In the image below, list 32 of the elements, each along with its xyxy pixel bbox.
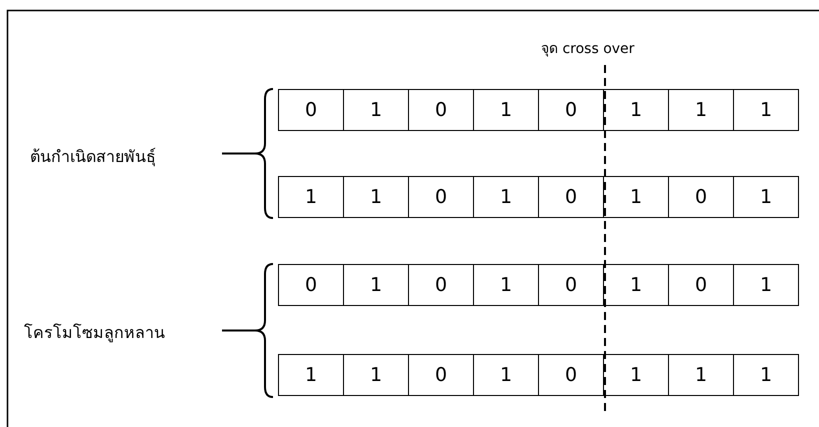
gene-cell: 1 [278, 176, 344, 218]
gene-cell: 0 [408, 264, 474, 306]
gene-cell: 1 [473, 176, 539, 218]
gene-cell: 1 [343, 264, 409, 306]
gene-cell: 1 [603, 354, 669, 396]
gene-cell: 1 [603, 176, 669, 218]
gene-cell: 1 [343, 89, 409, 131]
gene-cell: 1 [343, 176, 409, 218]
gene-cell: 0 [408, 176, 474, 218]
gene-cell: 1 [473, 264, 539, 306]
gene-cell: 1 [473, 89, 539, 131]
gene-cell: 1 [733, 354, 799, 396]
gene-cell: 0 [668, 176, 734, 218]
gene-cell: 1 [473, 354, 539, 396]
gene-cell: 0 [668, 264, 734, 306]
gene-cell: 1 [733, 264, 799, 306]
gene-cell: 1 [733, 89, 799, 131]
gene-cell: 0 [538, 176, 604, 218]
gene-cell: 1 [603, 264, 669, 306]
gene-cell: 0 [278, 89, 344, 131]
gene-cell: 0 [538, 89, 604, 131]
gene-cell: 1 [668, 354, 734, 396]
gene-cell: 1 [733, 176, 799, 218]
gene-cell: 1 [668, 89, 734, 131]
gene-cell: 0 [538, 354, 604, 396]
gene-cell: 0 [538, 264, 604, 306]
gene-cell: 0 [408, 89, 474, 131]
gene-cell: 0 [408, 354, 474, 396]
gene-cell: 0 [278, 264, 344, 306]
gene-cell: 1 [603, 89, 669, 131]
gene-cell: 1 [278, 354, 344, 396]
gene-cell: 1 [343, 354, 409, 396]
